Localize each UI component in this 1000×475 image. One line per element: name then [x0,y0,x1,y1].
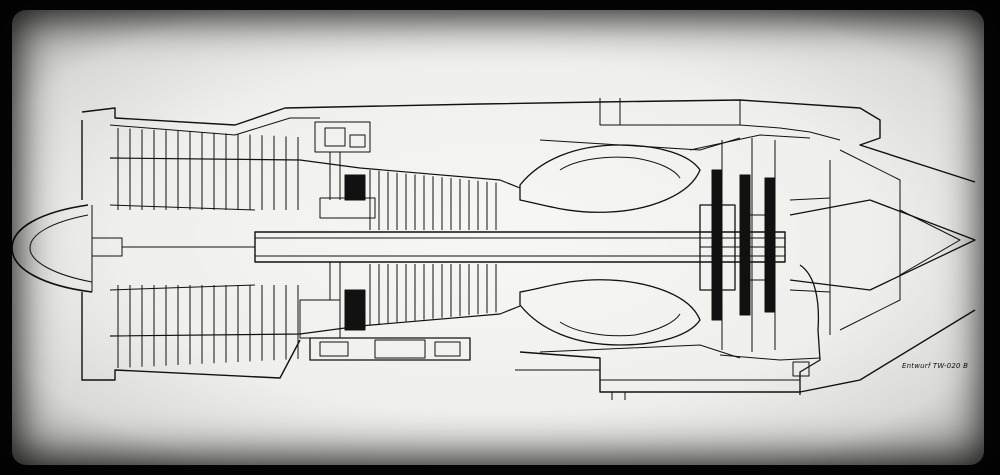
oil-piping [792,264,821,395]
combustion-chamber-bottom [519,279,741,359]
outer-casing-top [81,98,976,200]
fan-blades-top [117,128,299,210]
drawing-caption: Entwurf TW-020 B [902,362,969,370]
intake-nose-dome [11,204,93,293]
turbine-stages [699,138,785,352]
rear-casing-detail [611,124,841,400]
hp-compressor-blades-top [369,170,497,230]
main-shaft [91,231,786,263]
exhaust-cone [789,149,976,335]
outer-casing-bottom [81,292,976,393]
fan-blades-bottom [117,285,299,368]
hp-compressor-blades-bottom [369,264,497,325]
combustion-chamber-top [519,134,811,213]
accessory-gearbox-top [314,121,376,219]
accessory-gearbox-bottom [299,262,471,361]
